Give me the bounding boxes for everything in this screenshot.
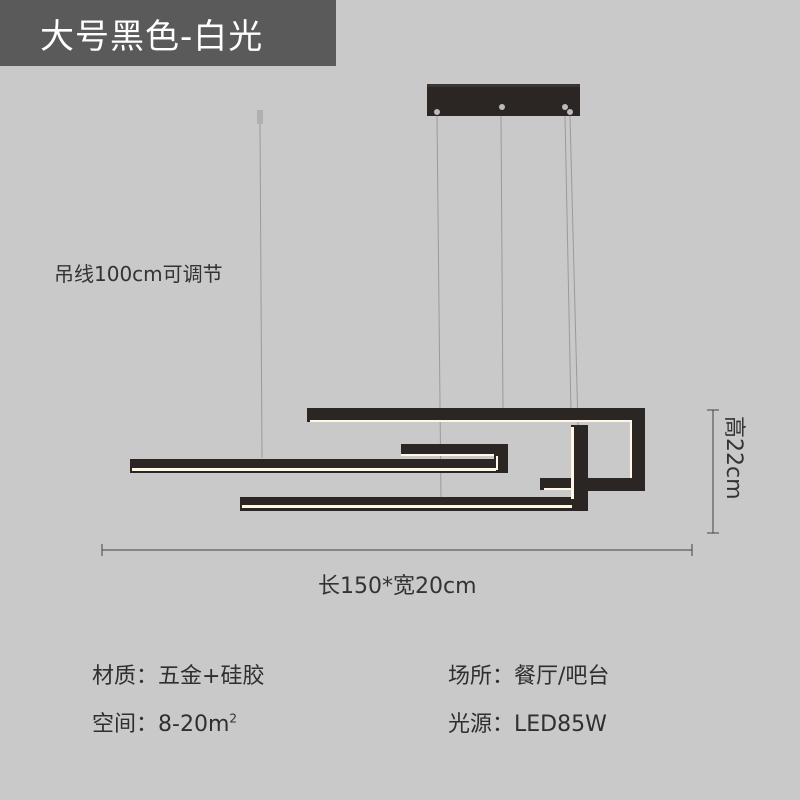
height-label: 高22cm — [721, 416, 746, 500]
spec-venue: 场所：餐厅/吧台 — [448, 658, 609, 690]
spec-light: 光源：LED85W — [448, 706, 607, 738]
spec-light-key: 光源： — [448, 712, 515, 737]
light-bars — [130, 408, 645, 511]
top-bar — [307, 408, 645, 491]
cord-length-label: 吊线100cm可调节 — [54, 262, 223, 286]
product-title: 大号黑色-白光 — [40, 16, 264, 57]
spec-material-key: 材质： — [92, 664, 159, 689]
spec-space: 空间：8-20m2 — [92, 706, 237, 738]
height-dimension-line — [707, 409, 719, 534]
suspension-wires — [436, 115, 579, 501]
spec-material: 材质：五金+硅胶 — [92, 658, 264, 690]
spec-space-value: 8-20m — [158, 712, 230, 737]
title-banner: 大号黑色-白光 — [0, 0, 336, 66]
spec-material-value: 五金+硅胶 — [158, 664, 265, 689]
spec-venue-key: 场所： — [448, 664, 515, 689]
spec-space-superscript: 2 — [229, 711, 238, 726]
spec-venue-value: 餐厅/吧台 — [514, 664, 610, 689]
middle-bar — [130, 444, 508, 473]
spec-light-value: LED85W — [514, 712, 607, 737]
ceiling-canopy — [427, 84, 580, 116]
cord-hook — [257, 110, 263, 459]
length-width-label: 长150*宽20cm — [318, 574, 477, 599]
spec-space-key: 空间： — [92, 712, 159, 737]
bottom-bar — [240, 425, 588, 511]
length-dimension-line — [101, 544, 693, 556]
